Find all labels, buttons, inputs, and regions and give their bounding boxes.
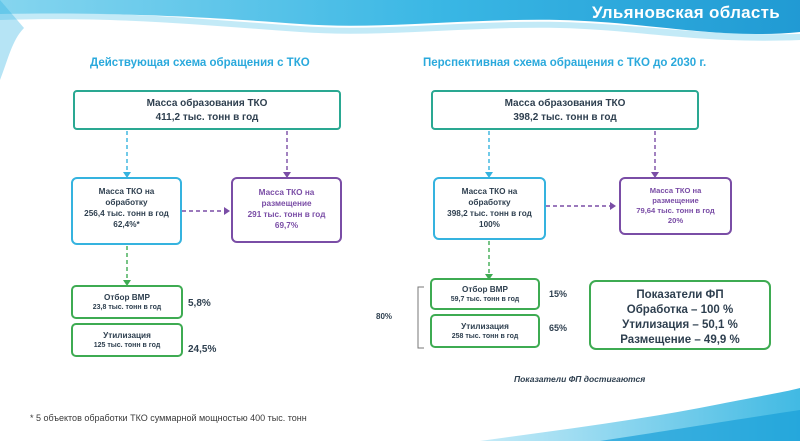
right-processing-pct: 100%: [479, 220, 500, 229]
indicators-title: Показатели ФП: [636, 289, 724, 301]
left-mass-value: 411,2 тыс. тонн в год: [155, 112, 259, 123]
right-processing-value: 398,2 тыс. тонн в год: [447, 209, 532, 218]
indicator-processing: Обработка – 100 %: [626, 304, 734, 316]
right-processing-label1: Масса ТКО на: [461, 187, 518, 196]
right-mass-value: 398,2 тыс. тонн в год: [513, 112, 617, 123]
left-vmr-pct: 5,8%: [188, 298, 211, 309]
right-util-label: Утилизация: [461, 322, 509, 331]
right-placement-value: 79,64 тыс. тонн в год: [636, 206, 715, 215]
left-placement-value: 291 тыс. тонн в год: [247, 210, 326, 219]
right-scheme-title: Перспективная схема обращения с ТКО до 2…: [423, 57, 707, 69]
left-util-pct: 24,5%: [188, 344, 217, 355]
right-bracket-pct: 80%: [376, 312, 393, 321]
left-processing-value: 256,4 тыс. тонн в год: [84, 209, 169, 218]
right-mass-box: Масса образования ТКО 398,2 тыс. тонн в …: [431, 90, 699, 130]
right-util-box: Утилизация 258 тыс. тонн в год: [430, 314, 540, 348]
left-processing-label1: Масса ТКО на: [98, 187, 155, 196]
right-placement-label1: Масса ТКО на: [649, 186, 702, 195]
right-vmr-pct: 15%: [549, 289, 568, 299]
left-vmr-box: Отбор ВМР 23,8 тыс. тонн в год: [71, 285, 183, 319]
indicators-box: Показатели ФП Обработка – 100 % Утилизац…: [589, 280, 771, 350]
right-vmr-box: Отбор ВМР 59,7 тыс. тонн в год: [430, 278, 540, 310]
left-placement-label2: размещение: [261, 199, 312, 208]
right-placement-pct: 20%: [667, 216, 684, 225]
left-processing-box: Масса ТКО на обработку 256,4 тыс. тонн в…: [71, 177, 182, 245]
left-vmr-label: Отбор ВМР: [104, 293, 150, 302]
indicator-placement: Размещение – 49,9 %: [620, 334, 740, 346]
footnote: * 5 объектов обработки ТКО суммарной мощ…: [30, 413, 307, 423]
left-vmr-value: 23,8 тыс. тонн в год: [92, 304, 162, 311]
right-placement-box: Масса ТКО на размещение 79,64 тыс. тонн …: [619, 177, 732, 235]
left-util-value: 125 тыс. тонн в год: [93, 342, 161, 349]
right-util-value: 258 тыс. тонн в год: [451, 333, 519, 340]
left-processing-pct: 62,4%*: [113, 220, 140, 229]
right-processing-box: Масса ТКО на обработку 398,2 тыс. тонн в…: [433, 177, 546, 240]
left-placement-label1: Масса ТКО на: [258, 188, 315, 197]
left-scheme-title: Действующая схема обращения с ТКО: [90, 57, 310, 69]
left-mass-label: Масса образования ТКО: [146, 98, 268, 109]
right-processing-label2: обработку: [468, 198, 511, 207]
right-mass-label: Масса образования ТКО: [504, 98, 626, 109]
left-processing-label2: обработку: [105, 198, 148, 207]
region-title: Ульяновская область: [592, 3, 781, 22]
left-util-box: Утилизация 125 тыс. тонн в год: [71, 323, 183, 357]
fp-note: Показатели ФП достигаются: [514, 374, 646, 384]
right-placement-label2: размещение: [652, 196, 699, 205]
right-util-pct: 65%: [549, 323, 568, 333]
left-mass-box: Масса образования ТКО 411,2 тыс. тонн в …: [73, 90, 341, 130]
left-util-label: Утилизация: [103, 331, 151, 340]
right-vmr-value: 59,7 тыс. тонн в год: [450, 296, 520, 303]
indicator-utilization: Утилизация – 50,1 %: [622, 319, 738, 331]
right-vmr-label: Отбор ВМР: [462, 285, 508, 294]
left-placement-box: Масса ТКО на размещение 291 тыс. тонн в …: [231, 177, 342, 243]
left-placement-pct: 69,7%: [274, 221, 299, 230]
